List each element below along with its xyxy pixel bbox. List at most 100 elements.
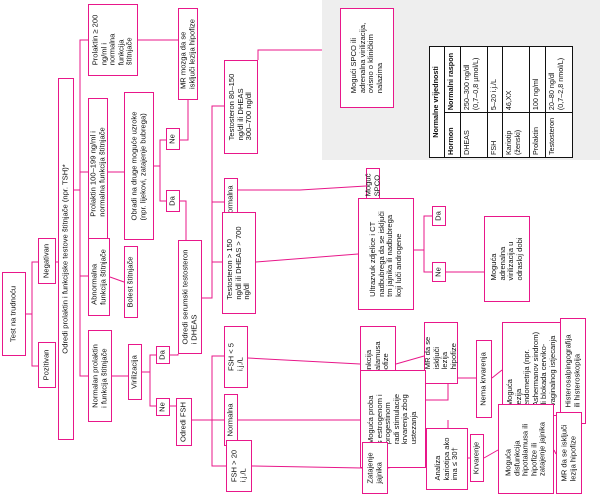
node-label: Mogući SPCO ili adrenalna virilizacija, … bbox=[348, 22, 384, 94]
node-label: Ne bbox=[433, 267, 443, 277]
node-moguc-spco2: Moguć SPCO bbox=[363, 168, 381, 202]
node-nema-krvarenja: Nema krvarenja bbox=[476, 340, 492, 418]
node-prolaktin-200: Prolaktin ≥ 200 ng/ml i normalna funkcij… bbox=[88, 4, 138, 76]
node-label: Krvarenje bbox=[471, 441, 481, 475]
node-label: Pozitivan bbox=[41, 349, 51, 381]
node-mr-prolaktin: MR mozga da se isključi lezija hipofize bbox=[178, 8, 198, 100]
node-da-virilizacija: Da bbox=[156, 346, 170, 364]
node-moguca-adrenalna: Moguća adrenalna virilizacija u odrasloj… bbox=[484, 216, 530, 302]
table-row: FSH 5–20 i.j./L bbox=[487, 46, 503, 158]
node-bolest-stitnjace: Bolest štitnjače bbox=[124, 246, 138, 318]
node-label: Ne bbox=[157, 402, 167, 412]
node-label: Odredi serumski testosteron i DHEAS bbox=[180, 249, 198, 345]
node-mr-krvarenje: MR da se isključi lezija hipofize bbox=[556, 412, 582, 494]
connector-line bbox=[74, 39, 88, 191]
table-row: Kariotip (ženski) 46,XX bbox=[502, 46, 530, 158]
connector-line bbox=[154, 139, 166, 167]
node-label: Prolaktin 100–199 ng/ml i normalna funkc… bbox=[88, 127, 106, 217]
node-odredi-prolaktin: Odredi prolaktin i funkcijske testove št… bbox=[58, 78, 74, 440]
hormon-cell: Prolaktin bbox=[529, 112, 546, 158]
node-analiza-kariotipa: Analiza kariotipa ako ima ≤ 30† bbox=[426, 428, 468, 490]
node-label: Histerosalpingografija ili histeroskopij… bbox=[563, 334, 581, 408]
node-label: Zatajenje jajnika bbox=[365, 452, 383, 484]
connector-line bbox=[31, 314, 38, 367]
connector-line bbox=[180, 200, 187, 240]
node-label: Prolaktin ≥ 200 ng/ml i normalna funkcij… bbox=[90, 14, 134, 66]
connector-line bbox=[211, 261, 222, 298]
node-abnormalna-stitnjaca: Abnormalna funkcija štitnjače bbox=[88, 238, 110, 316]
node-label: Moguća lezija endometrija (npr. Asherman… bbox=[505, 331, 558, 407]
connector-line bbox=[247, 357, 361, 365]
node-moguca-lezija: Moguća lezija endometrija (npr. Asherman… bbox=[502, 322, 562, 416]
node-label: Virilizacija bbox=[129, 355, 139, 389]
node-label: Test na trudnoću bbox=[8, 285, 18, 343]
node-ultrazvuk: Ultrazvuk zdjelice i CT nadbubrega da se… bbox=[358, 198, 414, 310]
connector-line bbox=[79, 276, 88, 377]
reference-caption: Normalne vrijednosti bbox=[429, 46, 445, 158]
node-odredi-testosteron: Odredi serumski testosteron i DHEAS bbox=[178, 240, 202, 354]
connector-line bbox=[159, 166, 166, 202]
connector-line bbox=[192, 355, 224, 421]
node-label: Normalna bbox=[225, 403, 235, 437]
node-label: Odredi FSH bbox=[178, 401, 188, 443]
node-label: Testosteron 80–150 ng/dl ili DHEAS 300–7… bbox=[227, 73, 254, 141]
node-label: Ne bbox=[167, 134, 177, 144]
node-moguca-disfunkcija: Moguća disfunkcija hipotalamusa ili hipo… bbox=[498, 404, 554, 494]
node-testosteron-80-150: Testosteron 80–150 ng/dl ili DHEAS 300–7… bbox=[224, 60, 258, 154]
node-histerosalpingografija: Histerosalpingografija ili histeroskopij… bbox=[560, 318, 586, 424]
hormon-cell: Kariotip (ženski) bbox=[502, 112, 530, 158]
node-moguc-spco: Mogući SPCO ili adrenalna virilizacija, … bbox=[340, 8, 394, 108]
connector-line bbox=[251, 465, 363, 469]
connector-line bbox=[109, 276, 125, 283]
connector-line bbox=[170, 354, 179, 356]
connector-line bbox=[483, 449, 499, 459]
node-label: FSH > 20 i.j./L bbox=[229, 449, 247, 483]
reference-table: Normalne vrijednosti Hormon Normalni ras… bbox=[429, 46, 573, 158]
hormon-cell: FSH bbox=[487, 112, 503, 158]
connector-line bbox=[211, 420, 226, 467]
hormon-cell: Testosteron bbox=[545, 112, 573, 158]
raspon-cell: 250–300 ng/dl (0,7–0,8 µmol/L) bbox=[460, 46, 488, 113]
header-raspon: Normalni raspon bbox=[444, 46, 461, 113]
raspon-cell: 20–80 ng/dl (0,7–2,8 nmol/L) bbox=[545, 46, 573, 113]
node-label: Negativan bbox=[41, 243, 51, 279]
header-hormon: Hormon bbox=[444, 112, 461, 158]
table-row: Prolaktin 100 ng/ml bbox=[529, 46, 546, 158]
node-pozitivan: Pozitivan bbox=[38, 342, 56, 388]
connector-line bbox=[238, 185, 367, 191]
node-mr-fsh5: MR da se isključi lezija hipofize bbox=[422, 322, 458, 384]
node-label: Da bbox=[157, 350, 167, 360]
hormon-cell: DHEAS bbox=[460, 112, 488, 158]
node-da-tumor: Da bbox=[432, 206, 446, 226]
node-krvarenje: Krvarenje bbox=[470, 434, 484, 482]
node-normalna-fsh: Normalna bbox=[224, 394, 238, 446]
node-obradi-uzroke: Obradi na druge moguće uzroke (npr. lije… bbox=[124, 92, 154, 240]
node-label: MR da se isključi lezija hipofize bbox=[559, 424, 577, 482]
node-label: Moguća disfunkcija hipotalamusa ili hipo… bbox=[503, 421, 547, 477]
node-prolaktin-100-199: Prolaktin 100–199 ng/ml i normalna funkc… bbox=[88, 98, 108, 246]
node-testosteron-150: Testosteron > 150 ng/dl ili DHEAS > 700 … bbox=[222, 212, 256, 314]
node-normalan-prolaktin: Normalan prolaktin i funkcija štitnjače bbox=[88, 330, 112, 422]
raspon-cell: 5–20 i.j./L bbox=[487, 46, 503, 113]
connector-line bbox=[255, 253, 359, 263]
connector-line bbox=[149, 372, 156, 407]
node-label: Bolest štitnjače bbox=[125, 256, 135, 308]
node-zatajenje-jajnika: Zatajenje jajnika bbox=[362, 442, 388, 494]
connector-line bbox=[257, 49, 340, 60]
raspon-cell: 46,XX bbox=[502, 46, 530, 113]
node-label: MR da se isključi lezija hipofize bbox=[422, 336, 458, 370]
node-label: Testosteron > 150 ng/dl ili DHEAS > 700 … bbox=[225, 226, 252, 300]
node-negativan: Negativan bbox=[38, 238, 56, 284]
node-label: Abnormalna funkcija štitnjače bbox=[89, 249, 107, 305]
node-label: Ultrazvuk zdjelice i CT nadbubrega da se… bbox=[367, 211, 403, 297]
node-odredi-fsh: Odredi FSH bbox=[176, 398, 192, 446]
connector-line bbox=[553, 449, 557, 455]
node-label: MR mozga da se isključi lezija hipofize bbox=[178, 18, 196, 90]
node-da-obrada: Da bbox=[166, 190, 180, 212]
table-row: DHEAS 250–300 ng/dl (0,7–0,8 µmol/L) bbox=[460, 46, 488, 158]
node-label: Analiza kariotipa ako ima ≤ 30† bbox=[433, 437, 460, 481]
node-label: Nema krvarenja bbox=[478, 352, 488, 406]
node-label: FSH < 5 i.j./L bbox=[226, 342, 244, 372]
connector-line bbox=[491, 369, 503, 379]
